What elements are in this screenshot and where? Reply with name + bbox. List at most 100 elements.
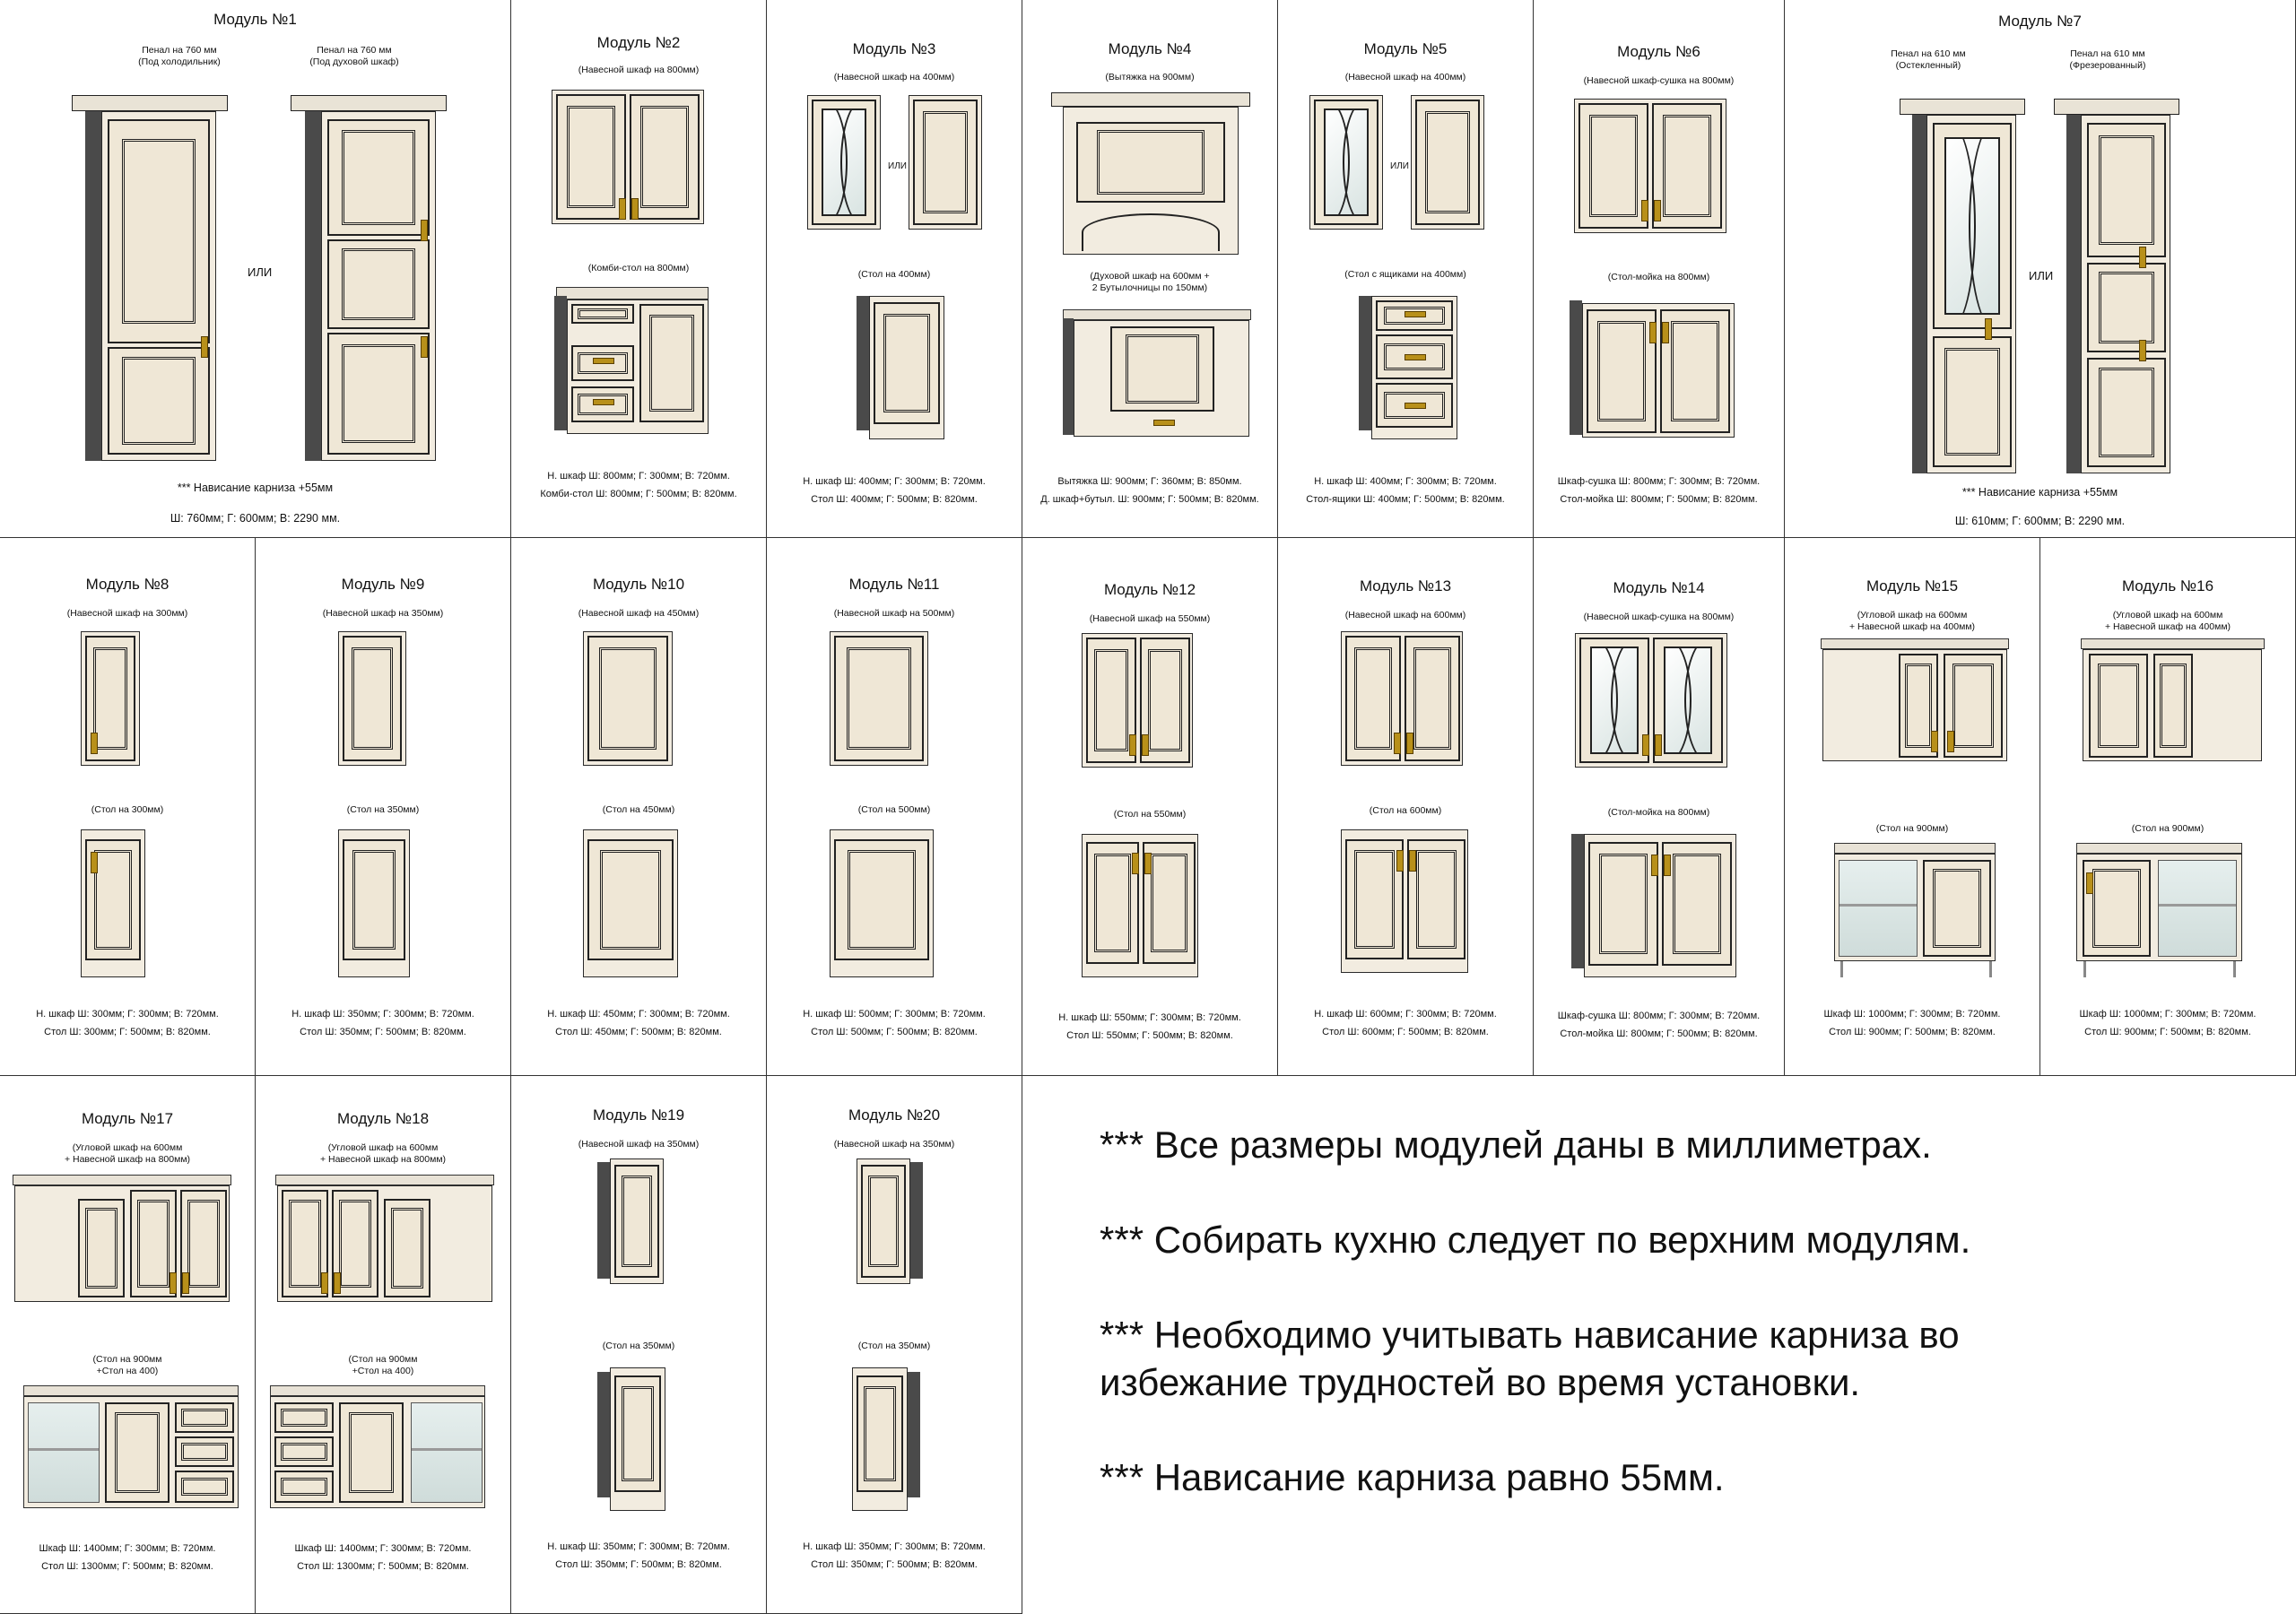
cornice-note: *** Нависание карниза +55мм [177,482,334,494]
spec-line: Шкаф Ш: 1000мм; Г: 300мм; В: 720мм. [1823,1009,2001,1020]
base-cabinet [869,296,944,439]
hood [1063,107,1239,255]
module-18: Модуль №18 (Угловой шкаф на 600мм+ Навес… [256,1076,511,1614]
oven-cabinet [1074,320,1249,437]
door-handle [1409,850,1416,872]
wall-cabinet [1341,631,1463,766]
corner-base-cabinet [1834,854,1996,961]
base-cabinet [81,829,145,977]
wall-cabinet [338,631,406,766]
caption: (Навесной шкаф на 450мм) [578,608,700,619]
pantry-door [327,333,430,455]
spec-line: Н. шкаф Ш: 400мм; Г: 300мм; В: 720мм. [1314,476,1497,487]
cabinet-top [2081,638,2265,649]
corner-wall-cabinet [2083,649,2262,761]
caption: Пенал на 760 мм(Под духовой шкаф) [309,45,399,67]
drawer-cabinet [1371,296,1457,439]
caption: (Угловой шкаф на 600мм+ Навесной шкаф на… [64,1142,191,1165]
cornice [1900,99,2025,115]
door-handle [1662,322,1669,343]
module-15: Модуль №15 (Угловой шкаф на 600мм+ Навес… [1785,538,2040,1076]
countertop [1834,843,1996,854]
corner-base-cabinet [2076,854,2242,961]
door-handle [1144,853,1152,874]
cabinet-side [1359,296,1371,430]
door-handle [91,852,98,873]
caption: (Стол-мойка на 800мм) [1607,807,1710,818]
spec-line: Стол Ш: 400мм; Г: 500мм; В: 820мм. [811,494,978,505]
spec-line: Стол Ш: 900мм; Г: 500мм; В: 820мм. [1829,1027,1996,1037]
caption: (Навесной шкаф на 800мм) [578,65,700,75]
module-7: Модуль №7 Пенал на 610 мм(Остекленный) П… [1785,0,2296,538]
module-title: Модуль №11 [848,576,940,593]
module-title: Модуль №1 [213,11,297,28]
drawer-handle [1405,311,1426,317]
cabinet-side [305,111,321,461]
end-base-cabinet [610,1367,665,1511]
caption: (Стол с ящиками на 400мм) [1344,269,1466,280]
module-title: Модуль №20 [848,1106,941,1124]
cabinet-top [1821,638,2009,649]
dish-rack-cabinet [1574,99,1726,233]
spec-line: Стол Ш: 350мм; Г: 500мм; В: 820мм. [555,1559,722,1570]
or-label: ИЛИ [248,265,273,279]
cabinet-side [85,111,101,461]
spec-line: Н. шкаф Ш: 550мм; Г: 300мм; В: 720мм. [1058,1012,1241,1023]
module-14: Модуль №14 (Навесной шкаф-сушка на 800мм… [1534,538,1785,1076]
wall-cabinet [1411,95,1484,230]
caption: (Навесной шкаф на 600мм) [1344,610,1466,620]
corner-base-cabinet [23,1396,239,1508]
caption: (Угловой шкаф на 600мм+ Навесной шкаф на… [319,1142,447,1165]
module-title: Модуль №2 [596,34,681,51]
spec-line: Н. шкаф Ш: 350мм; Г: 300мм; В: 720мм. [803,1541,986,1552]
pantry-glass [1926,115,2016,473]
pantry-milled [2081,115,2170,473]
countertop [2076,843,2242,854]
module-19: Модуль №19 (Навесной шкаф на 350мм) (Сто… [511,1076,767,1614]
spec-line: Шкаф Ш: 1400мм; Г: 300мм; В: 720мм. [294,1543,472,1554]
spec-line: Шкаф-сушка Ш: 800мм; Г: 300мм; В: 720мм. [1557,476,1761,487]
module-title: Модуль №16 [2121,577,2214,594]
cornice-note: *** Нависание карниза +55мм [1961,486,2118,499]
corner-wall-cabinet [14,1185,230,1302]
door-handle [1931,731,1938,752]
corner-wall-cabinet [277,1185,492,1302]
spec-line: Стол Ш: 500мм; Г: 500мм; В: 820мм. [811,1027,978,1037]
door-handle [2139,247,2146,268]
module-title: Модуль №19 [592,1106,685,1124]
caption: (Угловой шкаф на 600мм+ Навесной шкаф на… [1848,610,1976,632]
module-title: Модуль №9 [341,576,425,593]
caption: (Навесной шкаф на 350мм) [833,1139,955,1150]
cornice [72,95,228,111]
spec-line: Н. шкаф Ш: 350мм; Г: 300мм; В: 720мм. [291,1009,474,1020]
cabinet-side [857,296,869,430]
spec-line: Стол Ш: 1300мм; Г: 500мм; В: 820мм. [297,1561,469,1572]
wall-cabinet [552,90,704,224]
module-20: Модуль №20 (Навесной шкаф на 350мм) (Сто… [767,1076,1022,1614]
door-handle [421,220,428,241]
countertop [270,1385,485,1396]
caption: (Стол-мойка на 800мм) [1607,272,1710,282]
spec-line: Стол Ш: 550мм; Г: 500мм; В: 820мм. [1066,1030,1233,1041]
caption: (Стол на 900мм+Стол на 400) [348,1354,418,1376]
combi-table [567,299,709,434]
sink-cabinet [1584,834,1736,977]
door-handle [1129,734,1136,756]
cabinet-side [1912,115,1926,473]
spec-line: Н. шкаф Ш: 400мм; Г: 300мм; В: 720мм. [803,476,986,487]
module-8: Модуль №8 (Навесной шкаф на 300мм) (Стол… [0,538,256,1076]
door-handle [1654,200,1661,221]
caption: (Навесной шкаф на 350мм) [578,1139,700,1150]
leg [1989,961,1992,977]
caption: (Стол на 500мм) [857,804,931,815]
caption: (Стол на 400мм) [857,269,931,280]
dimensions: Ш: 760мм; Г: 600мм; В: 2290 мм. [170,512,341,525]
pantry-door [327,239,430,329]
caption: (Навесной шкаф на 350мм) [322,608,444,619]
spec-line: Стол Ш: 600мм; Г: 500мм; В: 820мм. [1322,1027,1489,1037]
cabinet-side [597,1162,610,1279]
wall-cabinet-glass [807,95,881,230]
spec-line: Н. шкаф Ш: 450мм; Г: 300мм; В: 720мм. [547,1009,730,1020]
door-handle [1664,855,1671,876]
cornice [291,95,447,111]
